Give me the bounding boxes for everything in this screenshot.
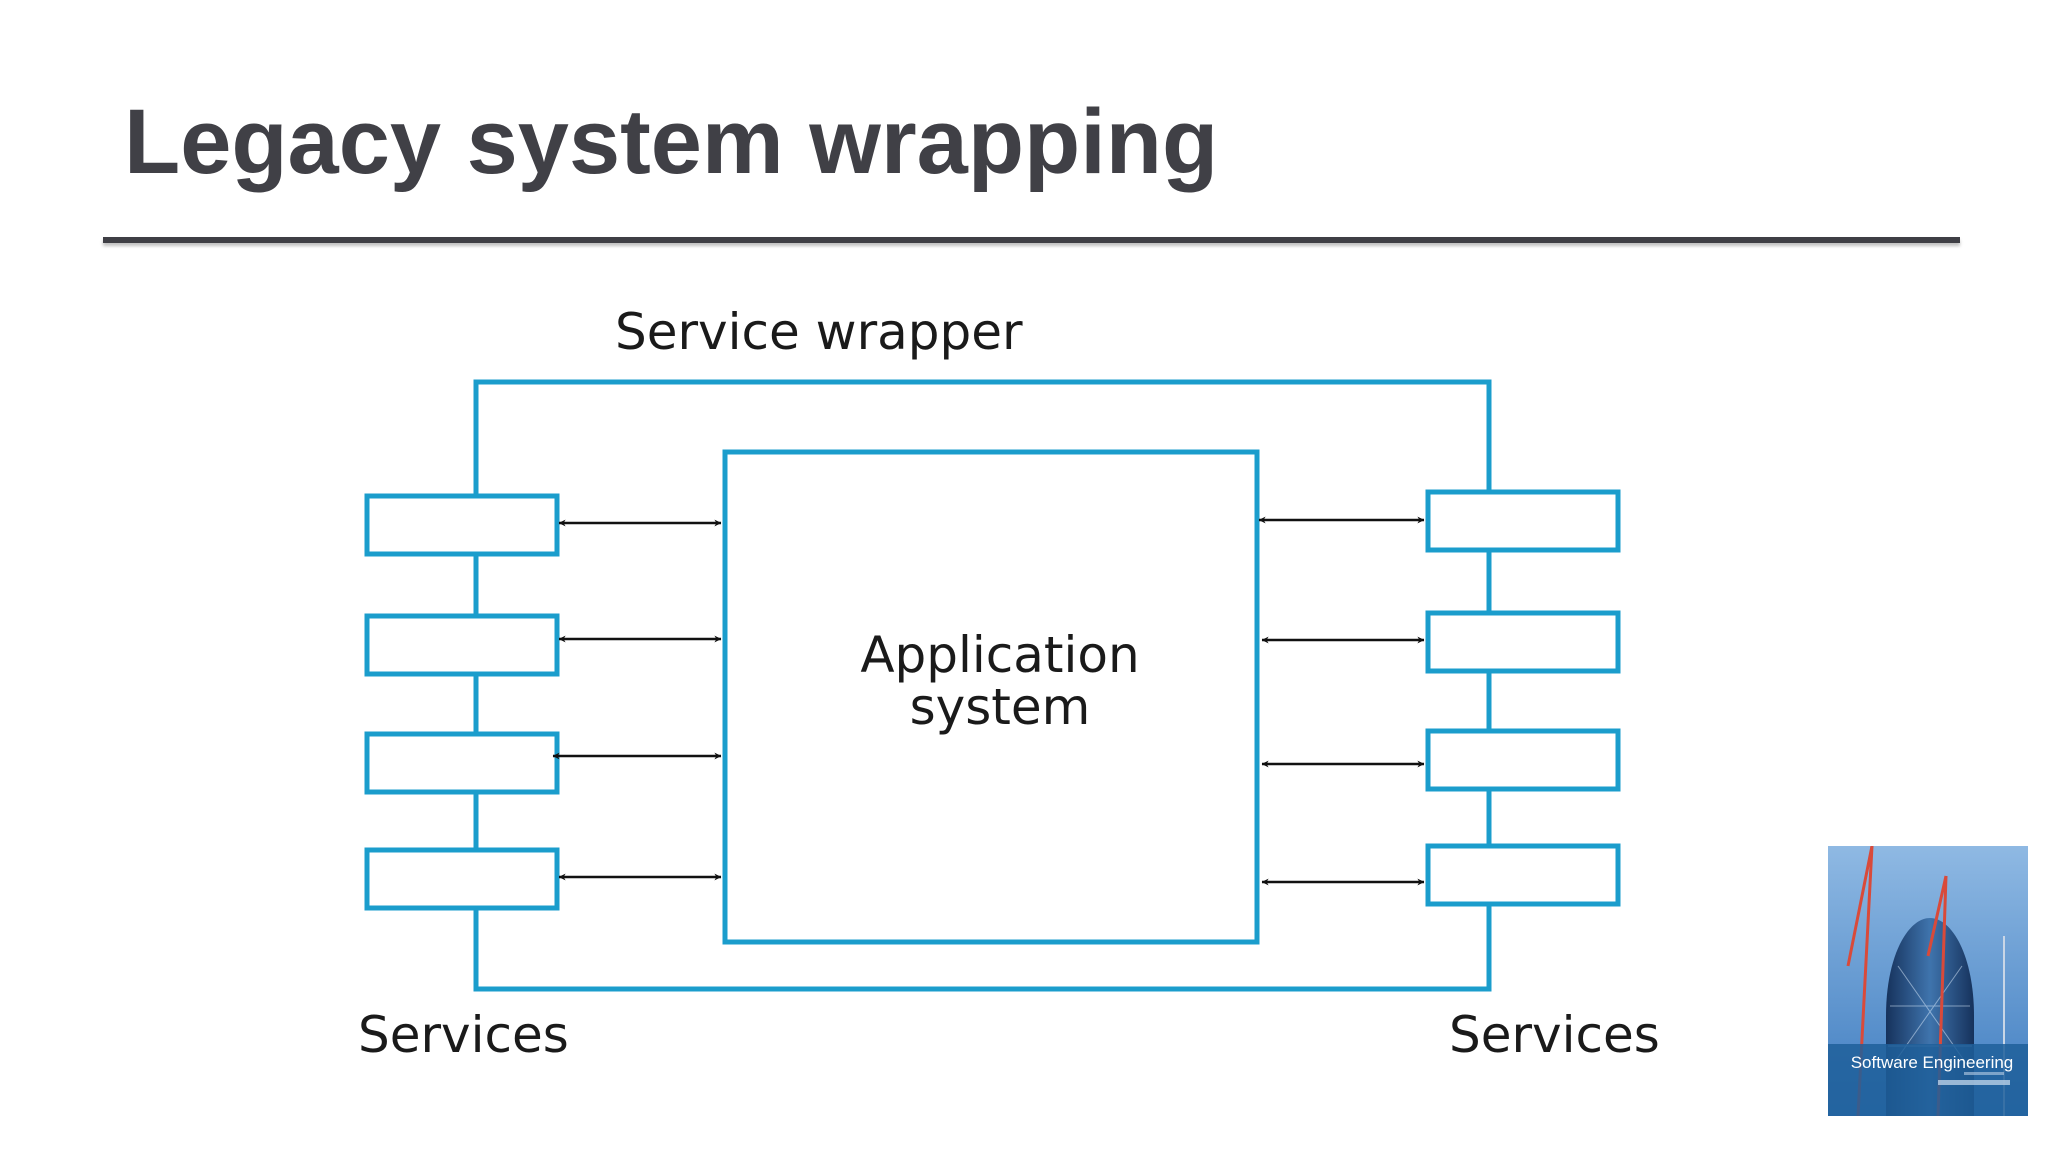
left-arrows-group [552, 519, 722, 881]
application-system-box [722, 449, 1260, 945]
right-services-group [1425, 489, 1621, 907]
application-system-label-line1: Application [860, 626, 1139, 684]
right-service-box [1425, 610, 1621, 674]
book-cover-image: Software Engineering [1828, 846, 2028, 1116]
left-services-label: Services [358, 1006, 569, 1064]
service-wrapper-frame [473, 379, 1492, 992]
right-services-label: Services [1449, 1006, 1660, 1064]
right-arrows-group [1258, 516, 1425, 886]
right-service-box [1425, 489, 1621, 553]
left-service-box [364, 613, 560, 677]
cover-author-line [1938, 1080, 2010, 1085]
slide-title: Legacy system wrapping [124, 91, 1219, 193]
cover-crane [1846, 846, 1948, 1116]
left-service-box [364, 493, 560, 557]
cover-subtitle-line [1964, 1072, 2004, 1075]
application-system-label-line2: system [910, 678, 1091, 736]
right-service-box [1425, 728, 1621, 792]
title-divider [103, 237, 1960, 243]
service-wrapper-label: Service wrapper [615, 303, 1023, 361]
cover-title: Software Engineering [1851, 1053, 2014, 1072]
left-service-box [364, 731, 560, 795]
left-services-group [364, 493, 560, 911]
left-service-box [364, 847, 560, 911]
right-service-box [1425, 843, 1621, 907]
